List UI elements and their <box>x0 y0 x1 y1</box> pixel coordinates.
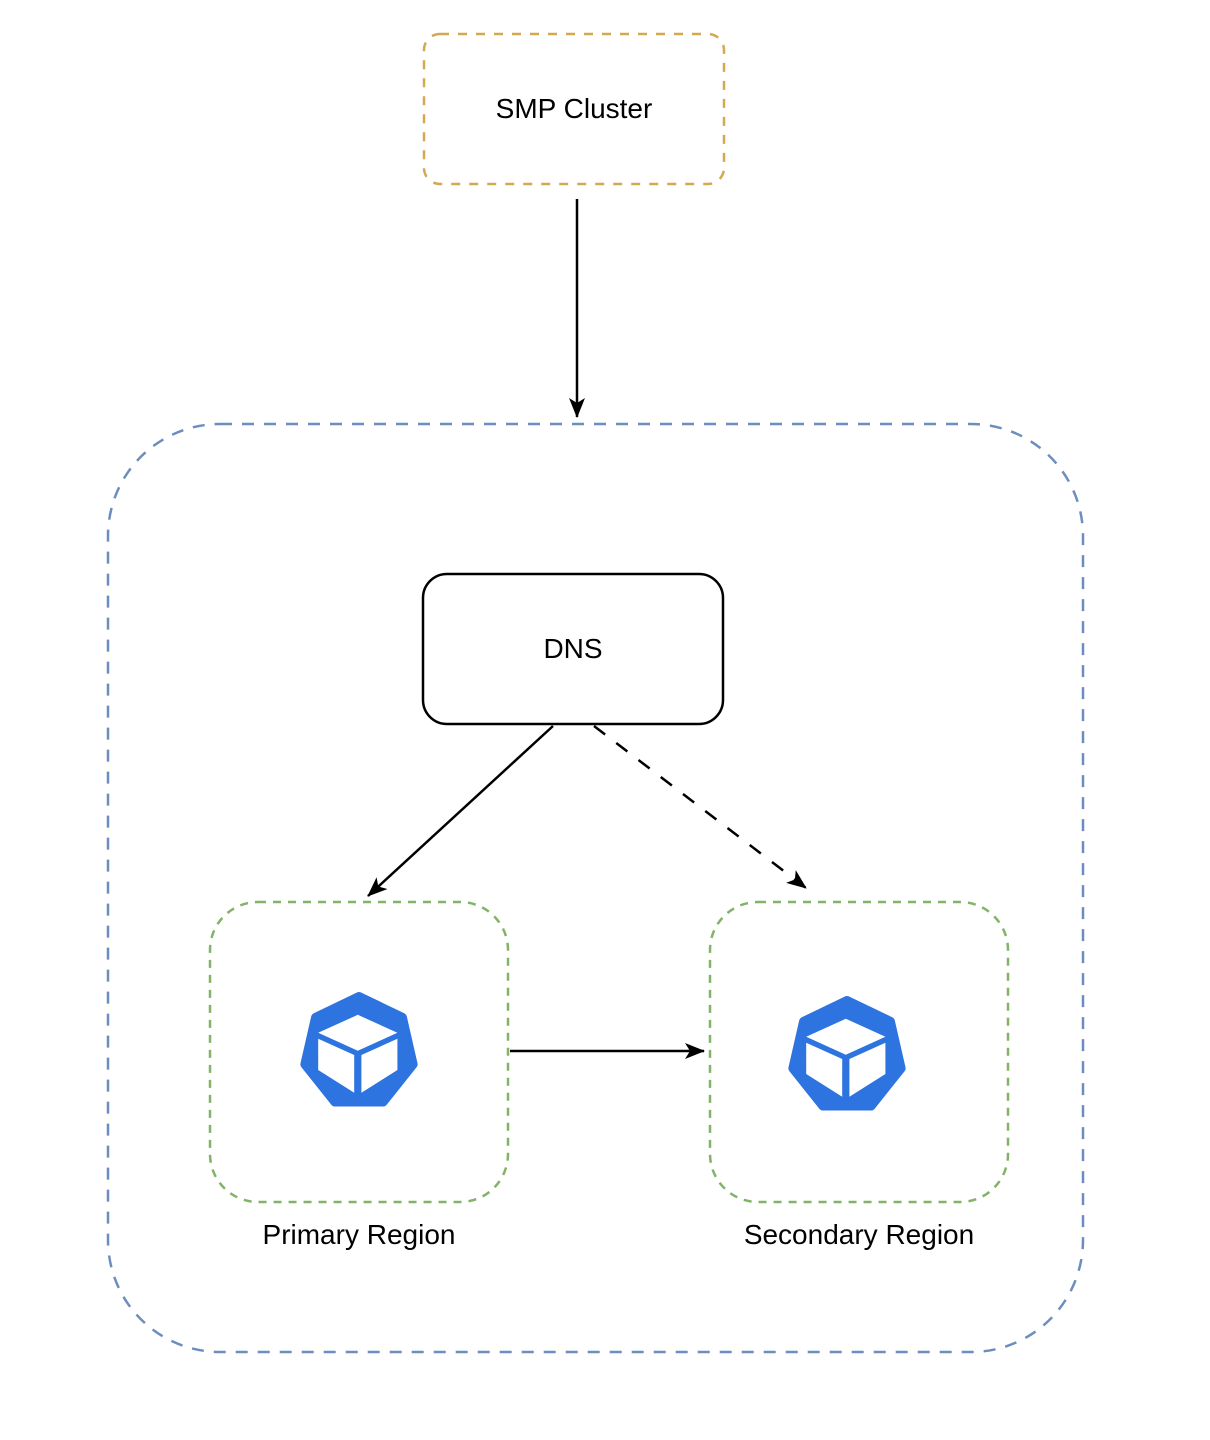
secondary-region-cube-in-heptagon-icon <box>788 996 906 1111</box>
cube-left-face <box>806 1042 843 1097</box>
cube-left-face <box>318 1038 355 1093</box>
primary-region-cube-in-heptagon-icon <box>300 992 418 1107</box>
dns-to-secondary-arrow <box>593 725 807 889</box>
primary-region-box <box>208 900 510 1204</box>
secondary-region-box <box>708 900 1010 1204</box>
heptagon-outline <box>788 996 906 1111</box>
heptagon-outline <box>300 992 418 1107</box>
cube-right-face <box>849 1042 886 1097</box>
dns-box <box>421 572 725 726</box>
cube-top-face <box>806 1018 886 1055</box>
dns-to-primary-arrow <box>367 725 554 897</box>
cluster-container-box <box>106 422 1085 1354</box>
cube-right-face <box>361 1038 398 1093</box>
smp-cluster-box <box>422 32 726 186</box>
